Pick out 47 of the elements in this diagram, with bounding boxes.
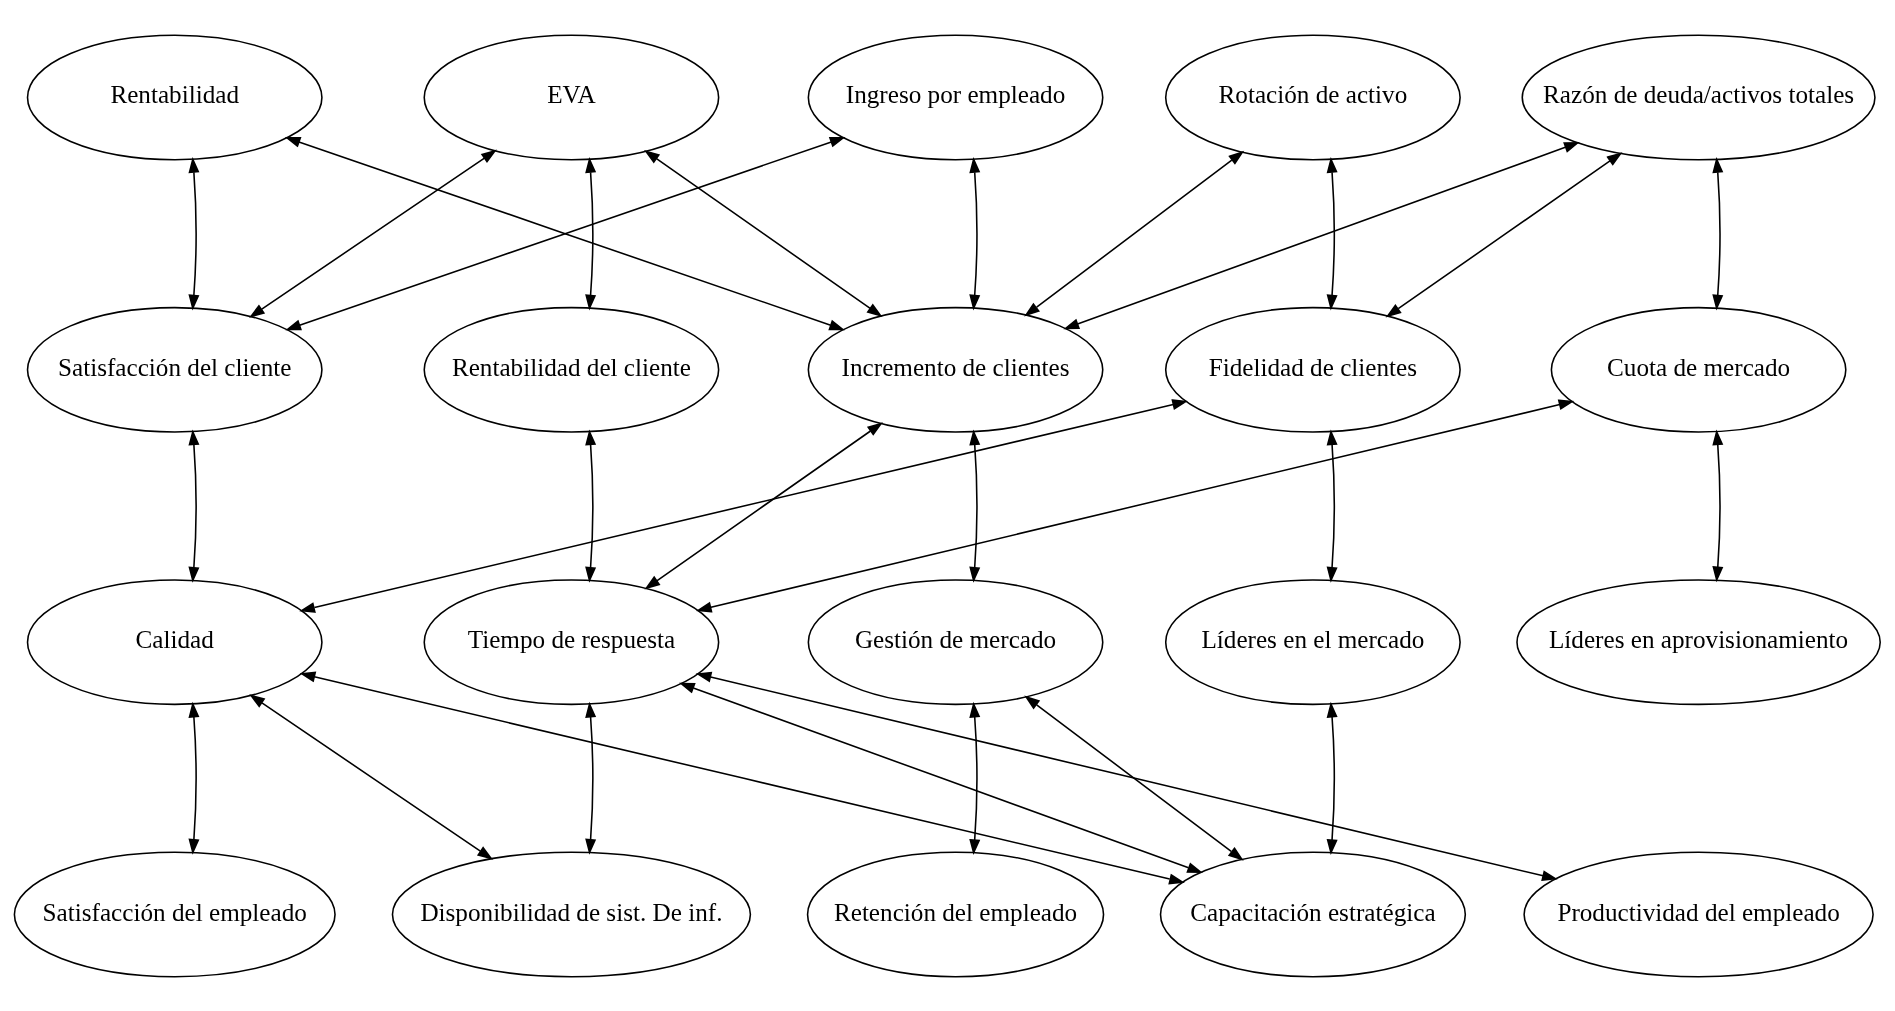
arrow xyxy=(188,156,200,310)
arrow xyxy=(1326,156,1338,310)
node-ellipse: Líderes en el mercado xyxy=(1164,578,1461,705)
arrow xyxy=(969,156,981,310)
node-ellipse: Tiempo de respuesta xyxy=(423,578,720,705)
arrow xyxy=(188,701,200,855)
arrow xyxy=(1326,428,1338,583)
arrow xyxy=(1024,695,1244,861)
arrow xyxy=(1712,428,1724,582)
node-ellipse: Capacitación estratégica xyxy=(1159,851,1467,977)
arrow xyxy=(644,421,883,589)
node-ellipse: Rotación de activo xyxy=(1164,34,1461,160)
arrow xyxy=(249,693,494,860)
arrow xyxy=(1063,141,1580,329)
arrow xyxy=(679,682,1203,873)
arrow xyxy=(299,398,1188,613)
node-ellipse: Calidad xyxy=(26,578,323,705)
node-ellipse: Rentabilidad xyxy=(26,34,323,160)
node-ellipse: Retención del empleado xyxy=(806,851,1105,977)
arrow xyxy=(969,428,981,583)
arrow xyxy=(1326,701,1338,855)
arrow xyxy=(585,156,597,310)
arrow xyxy=(695,398,1575,613)
arrow xyxy=(695,671,1558,881)
arrow xyxy=(644,149,883,317)
arrow xyxy=(249,149,497,318)
arrow xyxy=(1385,151,1623,317)
node-ellipse: Ingreso por empleado xyxy=(807,34,1104,160)
arrow xyxy=(1712,156,1724,310)
node-ellipse: Incremento de clientes xyxy=(807,306,1104,433)
arrow xyxy=(188,428,200,583)
arrow xyxy=(585,701,597,855)
arrow xyxy=(299,671,1185,884)
node-ellipse: Razón de deuda/activos totales xyxy=(1521,34,1876,160)
node-ellipse: Cuota de mercado xyxy=(1550,306,1847,433)
node-ellipse: Fidelidad de clientes xyxy=(1164,306,1461,433)
node-ellipse: EVA xyxy=(423,34,720,160)
node-ellipse: Productividad del empleado xyxy=(1523,851,1874,977)
arrow xyxy=(585,428,597,583)
node-ellipse: Satisfacción del empleado xyxy=(13,851,336,977)
arrow xyxy=(1024,150,1245,317)
node-ellipse: Satisfacción del cliente xyxy=(26,306,323,433)
node-ellipse: Gestión de mercado xyxy=(807,578,1104,705)
node-ellipse: Líderes en aprovisionamiento xyxy=(1516,578,1881,705)
node-ellipse: Rentabilidad del cliente xyxy=(423,306,720,433)
node-ellipse: Disponibilidad de sist. De inf. xyxy=(391,851,752,977)
arrow xyxy=(969,701,981,855)
